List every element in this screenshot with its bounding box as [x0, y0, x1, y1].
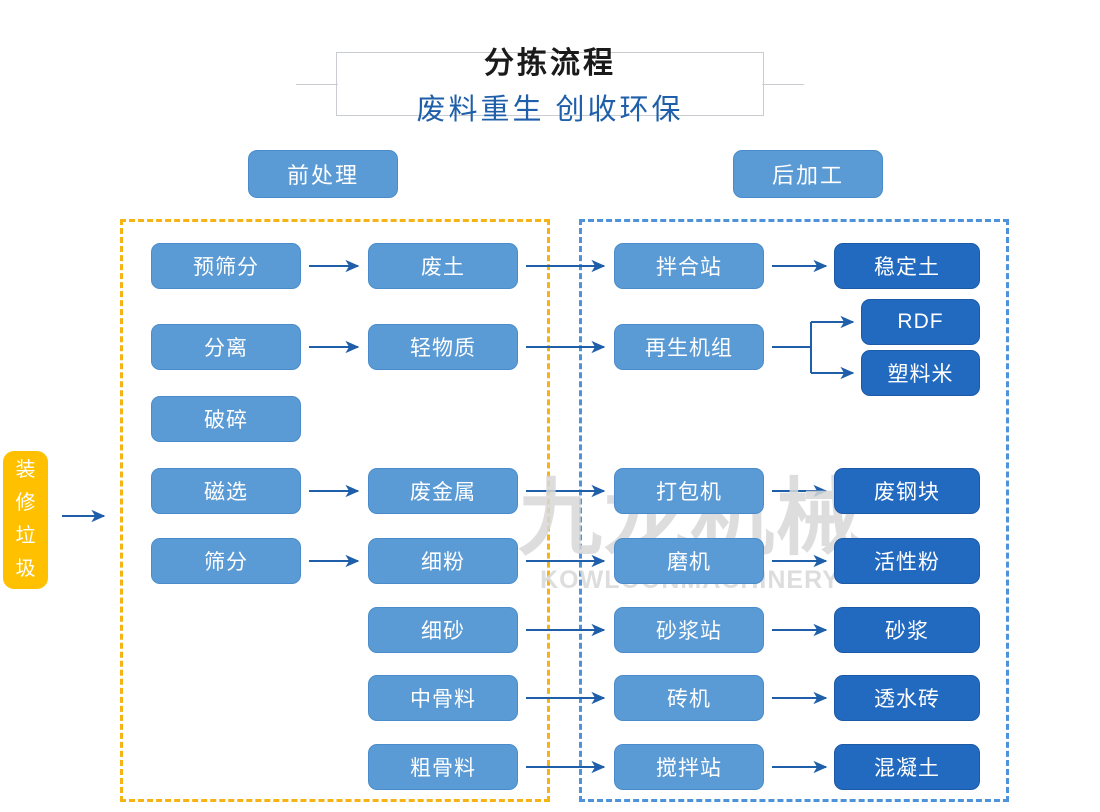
node-equipment-2[interactable]: 再生机组	[614, 324, 764, 370]
group-post-processing	[579, 219, 1009, 802]
input-char-2: 修	[15, 492, 36, 514]
node-product-5[interactable]: 活性粉	[834, 538, 980, 584]
title-rule-left	[296, 84, 338, 85]
node-product-2[interactable]: RDF	[861, 299, 980, 345]
input-node-construction-waste[interactable]: 装 修 垃 圾	[3, 451, 48, 589]
node-pre-process-5[interactable]: 筛分	[151, 538, 301, 584]
node-product-6[interactable]: 砂浆	[834, 607, 980, 653]
node-material-3[interactable]: 废金属	[368, 468, 518, 514]
node-material-5[interactable]: 细砂	[368, 607, 518, 653]
node-equipment-1[interactable]: 拌合站	[614, 243, 764, 289]
node-product-8[interactable]: 混凝土	[834, 744, 980, 790]
node-material-4[interactable]: 细粉	[368, 538, 518, 584]
input-char-4: 圾	[15, 558, 36, 580]
node-material-2[interactable]: 轻物质	[368, 324, 518, 370]
node-equipment-7[interactable]: 搅拌站	[614, 744, 764, 790]
node-pre-process-3[interactable]: 破碎	[151, 396, 301, 442]
node-equipment-6[interactable]: 砖机	[614, 675, 764, 721]
node-material-6[interactable]: 中骨料	[368, 675, 518, 721]
input-char-3: 垃	[15, 525, 36, 547]
group-pre-processing	[120, 219, 550, 802]
node-product-3[interactable]: 塑料米	[861, 350, 980, 396]
node-pre-process-4[interactable]: 磁选	[151, 468, 301, 514]
node-product-4[interactable]: 废钢块	[834, 468, 980, 514]
title-rule-right	[762, 84, 804, 85]
node-pre-process-2[interactable]: 分离	[151, 324, 301, 370]
node-equipment-3[interactable]: 打包机	[614, 468, 764, 514]
section-label-pre-processing[interactable]: 前处理	[248, 150, 398, 198]
node-product-7[interactable]: 透水砖	[834, 675, 980, 721]
node-equipment-5[interactable]: 砂浆站	[614, 607, 764, 653]
section-label-post-processing[interactable]: 后加工	[733, 150, 883, 198]
input-char-1: 装	[15, 459, 36, 481]
page-title: 分拣流程	[484, 47, 616, 80]
node-pre-process-1[interactable]: 预筛分	[151, 243, 301, 289]
node-material-1[interactable]: 废土	[368, 243, 518, 289]
node-product-1[interactable]: 稳定土	[834, 243, 980, 289]
node-equipment-4[interactable]: 磨机	[614, 538, 764, 584]
page-subtitle: 废料重生 创收环保	[416, 94, 684, 126]
node-material-7[interactable]: 粗骨料	[368, 744, 518, 790]
